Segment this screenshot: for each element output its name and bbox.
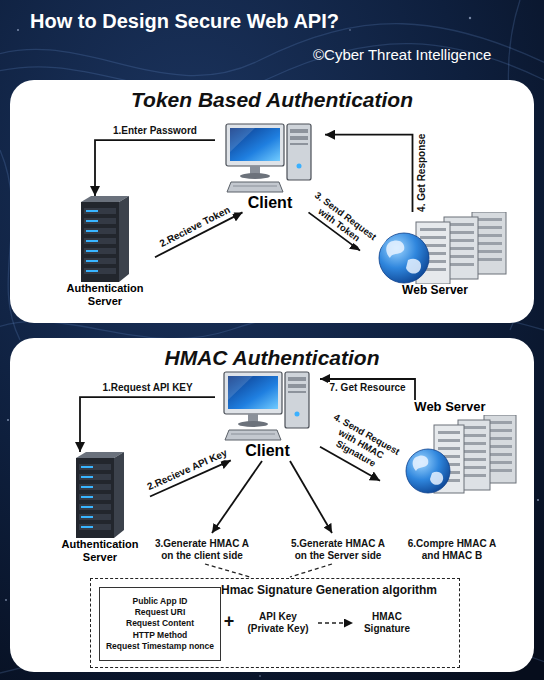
connector-arrow [95,140,215,196]
key-note: API Key (Private Key) [240,611,316,634]
node-label: Web Server [402,284,468,298]
edge-label: 1.Enter Password [111,125,199,137]
step-note: 5.Generate HMAC A on the Server side [286,538,390,561]
connector-arrow [320,379,415,400]
page-title: How to Design Secure Web API? [30,10,339,33]
node-label: Client [248,194,292,212]
node-label: Authentication Server [55,282,155,307]
leader-arrow [290,461,332,533]
list-item: Public App ID [103,596,217,607]
dashed-leader [205,564,250,577]
node-label: Client [245,442,289,460]
list-item: Request Timestamp nonce [103,641,217,652]
edge-label: 4. Get Response [416,132,428,214]
auth-server-node: Authentication Server [55,196,155,307]
output-note: HMAC Signature [356,611,418,634]
leader-arrow [212,461,262,533]
list-item: Request URI [103,607,217,618]
dashed-arrow [318,622,353,624]
box-title: Hmac Signature Generation algorithm [221,579,459,597]
edge-label: 7. Get Resource [328,382,408,394]
panel-heading: Token Based Authentication [10,80,534,112]
step-note: 6.Compre HMAC A and HMAC B [402,538,502,561]
step-note: 3.Generate HMAC A on the client side [150,538,254,561]
server-tower-icon [75,196,135,282]
list-item: Request Content [103,618,217,629]
panel: Token Based Authentication Client Authen… [10,80,534,323]
edge-label: 2.Recieve API Key [143,446,230,493]
computer-icon [223,370,313,442]
connector-arrow [325,135,413,212]
web-server-node: Web Server [360,212,510,298]
edge-label: 3. Send Request with Token [298,184,387,258]
computer-icon [225,122,315,194]
panel-heading: HMAC Authentication [10,338,534,370]
client-node: Client [215,370,320,460]
edge-label: 2.Recieve Token [155,203,233,250]
dashed-leader [290,564,332,577]
watermark: ©Cyber Threat Intelligence [313,46,491,63]
plus-sign: + [222,611,236,632]
web-server-icon [360,212,510,284]
panel: HMAC Authentication Client Authenticatio… [10,338,534,672]
node-label: Web Server [414,400,485,415]
list-item: HTTP Method [103,630,217,641]
edge-label: 1.Request API KEY [101,382,195,394]
server-tower-icon [70,452,130,538]
auth-server-node: Authentication Server [50,452,150,563]
node-label: Authentication Server [50,538,150,563]
connector-arrow [80,397,215,452]
input-list-box: Public App IDRequest URIRequest ContentH… [99,587,221,661]
